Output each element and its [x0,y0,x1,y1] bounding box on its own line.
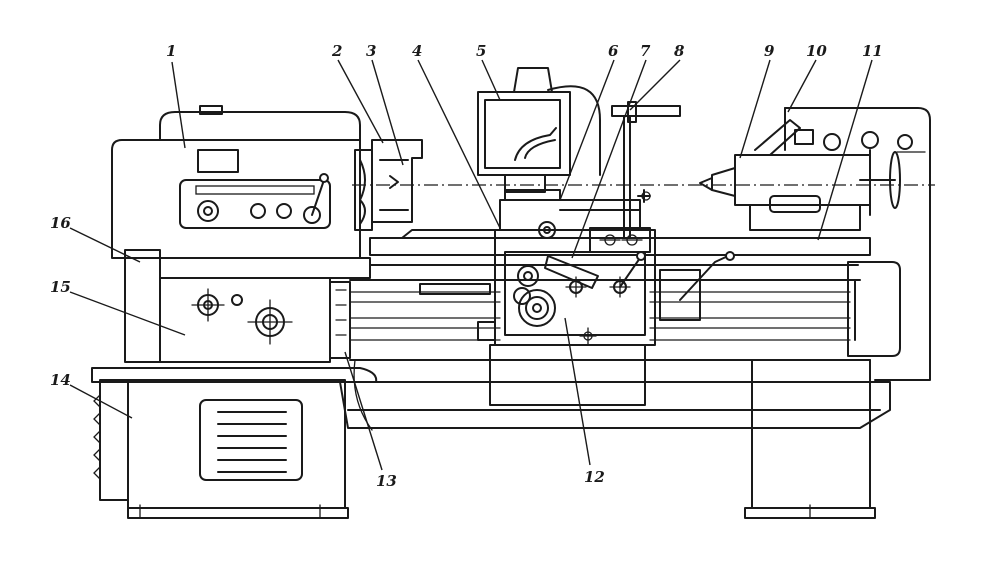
label-3: 3 [366,42,376,60]
label-8: 8 [674,42,685,60]
right-pedestal [744,359,876,519]
gearbox [124,249,371,363]
headstock [111,105,373,259]
label-1: 1 [166,42,176,60]
label-12: 12 [584,468,605,486]
leader-lines [69,59,873,471]
tailstock [699,119,901,231]
label-6: 6 [608,42,619,60]
label-9: 9 [764,42,775,60]
callout-labels: 1 2 3 4 5 6 7 8 9 10 11 12 13 14 15 16 [50,42,883,490]
feed-lever [659,251,735,321]
lathe-bed [349,229,871,361]
label-5: 5 [476,42,486,60]
label-15: 15 [50,278,71,296]
label-2: 2 [331,42,342,60]
label-7: 7 [640,42,651,60]
label-10: 10 [806,42,827,60]
label-11: 11 [862,42,883,60]
label-14: 14 [50,371,71,389]
lamp-arm [611,101,681,239]
apron [477,229,656,406]
label-16: 16 [50,214,71,232]
chip-tray [91,359,891,431]
spindle-chuck [371,139,423,223]
left-pedestal [93,379,349,519]
label-13: 13 [376,472,397,490]
right-cabinet [784,107,931,381]
label-4: 4 [412,42,422,60]
